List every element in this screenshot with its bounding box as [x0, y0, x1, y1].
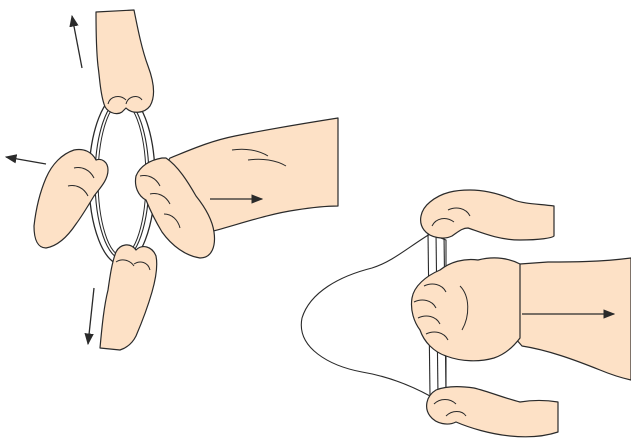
left-panel: [6, 10, 338, 350]
arrow-up-icon: [72, 16, 82, 68]
forearm-right-icon: [508, 258, 631, 380]
arrow-down-icon: [88, 288, 94, 344]
hand-top-icon: [421, 190, 554, 240]
hand-top-icon: [96, 10, 154, 114]
arrow-left-icon: [6, 157, 46, 164]
hand-bottom-icon: [100, 245, 157, 350]
hand-bottom-icon: [427, 387, 558, 437]
right-panel: [301, 190, 631, 437]
